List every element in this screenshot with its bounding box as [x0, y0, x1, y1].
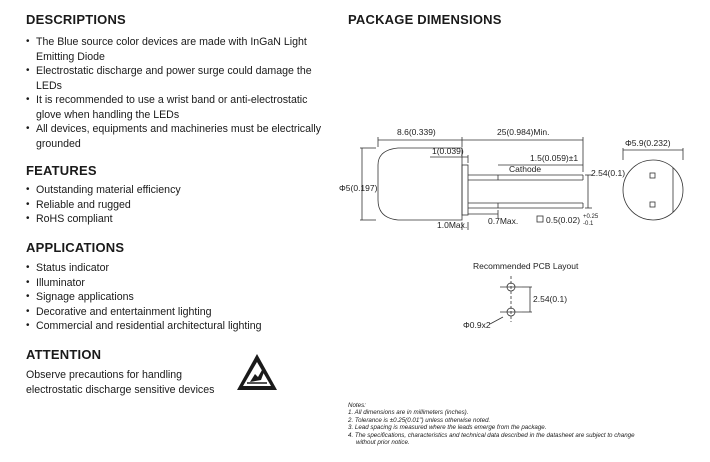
list-item: RoHS compliant	[26, 212, 326, 227]
dim-lead-step: 1.5(0.059)±1	[530, 153, 578, 163]
list-item: Commercial and residential architectural…	[26, 319, 326, 334]
list-item: Reliable and rugged	[26, 198, 326, 213]
pcb-hole: Φ0.9x2	[463, 320, 491, 330]
notes-title: Notes:	[348, 402, 366, 409]
dim-tol-minus: -0.1	[583, 221, 594, 227]
list-item: Decorative and entertainment lighting	[26, 305, 326, 320]
list-item: Status indicator	[26, 261, 326, 276]
note-item: 3. Lead spacing is measured where the le…	[348, 424, 547, 432]
dim-lens-length: 8.6(0.339)	[397, 127, 436, 137]
dim-flange-diameter: Φ5.9(0.232)	[625, 138, 671, 148]
package-heading: PACKAGE DIMENSIONS	[348, 12, 502, 27]
applications-heading: APPLICATIONS	[26, 240, 125, 255]
list-item: It is recommended to use a wrist band or…	[26, 93, 326, 122]
led-lens	[377, 147, 463, 221]
end-view-outline	[622, 159, 684, 221]
list-item: Outstanding material efficiency	[26, 183, 326, 198]
descriptions-heading: DESCRIPTIONS	[26, 12, 126, 27]
attention-text: Observe precautions for handling electro…	[26, 369, 215, 396]
note-item: without prior notice.	[356, 439, 410, 447]
dim-diameter: Φ5(0.197)	[339, 183, 378, 193]
dim-lead-max: 0.7Max.	[488, 216, 518, 226]
dim-lead-square: 0.5(0.02)	[546, 215, 580, 225]
dim-spacing: 2.54(0.1)	[591, 168, 625, 178]
led-flange	[461, 164, 469, 216]
applications-list: Status indicator Illuminator Signage app…	[26, 261, 326, 334]
list-item: All devices, equipments and machineries …	[26, 122, 326, 151]
esd-warning-icon	[237, 354, 277, 390]
cathode-label: Cathode	[509, 164, 541, 174]
note-item: 4. The specifications, characteristics a…	[348, 431, 635, 439]
features-list: Outstanding material efficiency Reliable…	[26, 183, 326, 227]
notes: Notes: 1. All dimensions are in millimet…	[348, 402, 688, 446]
dim-flange-max: 1.0Max.	[437, 220, 467, 230]
dim-flange: 1(0.039)	[432, 146, 464, 156]
dim-tol-plus: +0.25	[583, 214, 599, 220]
list-item: Signage applications	[26, 290, 326, 305]
note-item: 1. All dimensions are in millimeters (in…	[348, 409, 469, 417]
pcb-title: Recommended PCB Layout	[473, 261, 579, 271]
list-item: Electrostatic discharge and power surge …	[26, 64, 326, 93]
features-heading: FEATURES	[26, 163, 97, 178]
list-item: Illuminator	[26, 276, 326, 291]
descriptions-list: The Blue source color devices are made w…	[26, 35, 326, 151]
dim-lead-length: 25(0.984)Min.	[497, 127, 549, 137]
pcb-spacing: 2.54(0.1)	[533, 294, 567, 304]
attention-heading: ATTENTION	[26, 347, 102, 362]
note-item: 2. Tolerance is ±0.25(0.01") unless othe…	[348, 416, 491, 424]
list-item: The Blue source color devices are made w…	[26, 35, 326, 64]
